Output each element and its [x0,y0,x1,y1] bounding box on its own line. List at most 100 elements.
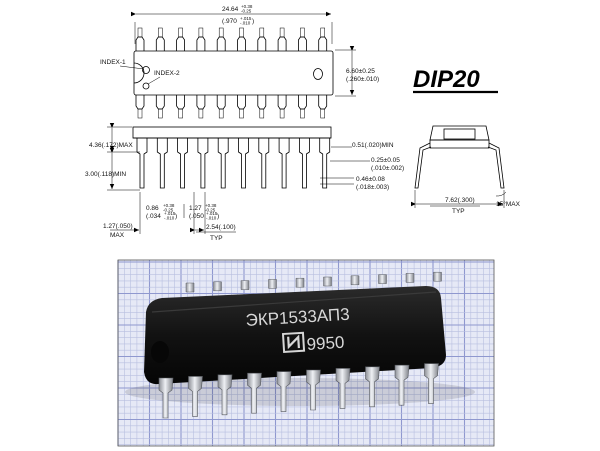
bottom-pin [237,95,246,110]
top-pin-tip [137,27,143,38]
angle-dim: 15°MAX [496,200,521,208]
pitch-dim: 2.54(.100) [206,224,236,231]
top-pin [196,36,206,51]
row-spacing-dim: 7.62(.300) [445,197,475,204]
top-view: 24.64 +0.38 -0.25 (.970 +.015 -.010 ) IN… [100,4,379,119]
top-pin [135,36,145,51]
bottom-pin-tip [218,108,224,119]
bottom-pin-tip [158,108,163,119]
length-dim-mm: 24.64 [222,6,239,13]
bottom-pin [318,95,328,110]
photo-pin-back [213,281,222,292]
top-view-body [133,50,334,96]
pitch-shoulder-dim-mm-tol-plus: +0.38 [205,203,217,208]
top-pin [176,36,185,51]
side-view: 4.36(.172)MAX 3.00(.118)MIN 0.51(.020)MI… [85,123,404,242]
bottom-pin [176,95,185,110]
bottom-pin [135,95,145,110]
photo-pin-back [240,280,250,290]
index-1-label: INDEX-1 [100,59,126,66]
photo-pin-front [188,376,203,417]
lead-width-dim-in: (.018±.003) [356,184,389,191]
bottom-pin [298,95,307,110]
shoulder-dim-mm-tol-minus: -0.25 [163,208,174,213]
shoulder-dim-in-close: ) [175,213,177,220]
bottom-pin [277,95,287,110]
top-pin-tip [239,27,244,38]
shoulder-dim-mm-tol-plus: +0.38 [163,203,175,208]
photo-pin-front [276,371,292,412]
pitch-shoulder-dim-in: (.050 [189,213,204,220]
width-dim-in: (.260±.010) [346,76,379,83]
bottom-pin [196,95,206,110]
top-pin [216,36,226,51]
bottom-pin-tip [198,108,204,119]
index-2-mark [142,82,150,90]
photo-pin-back [405,273,415,283]
top-view-pins-lower [135,95,328,119]
photo-pin-front [394,364,410,406]
lead-thickness-dim-in: (.010±.002) [371,165,404,172]
length-dim-in-tol-minus: -.010 [240,21,251,26]
side-view-pins [136,138,331,189]
photo-pin-back [378,274,387,284]
pitch-label: TYP [210,235,223,242]
lead-length-dim: 3.00(.118)MIN [85,171,126,178]
side-pin [319,138,331,189]
top-view-pins-upper [135,27,328,51]
end-view: 7.62(.300) TYP 15°MAX [411,125,521,215]
length-dim-in: (.970 [222,18,237,25]
length-dim-in-close: ) [252,18,254,25]
side-view-body [132,126,332,139]
side-pin [217,138,229,189]
height-max-dim: 4.36(.172)MAX [89,142,133,149]
shoulder-dim-mm: 0.86 [146,205,159,212]
side-pin [278,138,290,189]
top-pin-tip [198,27,204,38]
shoulder-dim-in-tol-minus: -.010 [164,216,175,221]
side-pin [238,138,249,189]
photo-pin-front [247,372,262,414]
chip-photo: ЭКР1533АП3 9950 [117,259,495,447]
photo-pin-front [424,363,439,404]
shoulder-dim-in-tol-plus: +.015 [164,211,176,216]
top-pin-tip [178,27,183,38]
photo-pin-back [295,277,305,288]
chip-date-code: 9950 [306,333,345,354]
top-pin-tip [259,27,265,38]
shoulder-dim-in: (.034 [146,213,161,220]
photo-pin-front [365,366,380,408]
pitch-shoulder-dim-mm-tol-minus: -0.25 [205,208,216,213]
side-pin [156,138,168,189]
bottom-pin-tip [178,108,183,119]
end-max-label: MAX [110,232,125,239]
standoff-dim: 0.51(.020)MIN [352,142,394,149]
top-pin [318,36,328,51]
photo-pin-front [217,374,233,416]
top-pin-tip [300,27,305,38]
side-pin [258,138,270,189]
bottom-pin-tip [239,108,244,119]
width-dim-mm: 6.60±0.25 [346,68,375,75]
photo-pin-front [158,377,174,419]
bottom-pin [155,95,165,110]
bottom-pin [216,95,226,110]
end-max-dim: 1.27(.050) [103,223,133,230]
top-pin-tip [279,27,285,38]
pitch-shoulder-dim-in-close: ) [217,213,219,220]
bottom-pin-tip [320,108,325,119]
bottom-pin-tip [259,108,265,119]
length-dim-in-tol-plus: +.015 [240,16,252,21]
row-spacing-label: TYP [452,208,465,215]
photo-pin-back [185,282,195,293]
photo-pin-front [306,369,321,411]
pitch-shoulder-dim-mm: 1.27 [189,205,202,212]
side-pin [136,138,148,189]
photo-pin-back [433,271,442,282]
index-2-label: INDEX-2 [154,70,180,77]
photo-pin-back [323,276,332,287]
chip-body [144,286,446,385]
top-pin [257,36,267,51]
pitch-shoulder-dim-in-tol-plus: +.015 [206,211,218,216]
